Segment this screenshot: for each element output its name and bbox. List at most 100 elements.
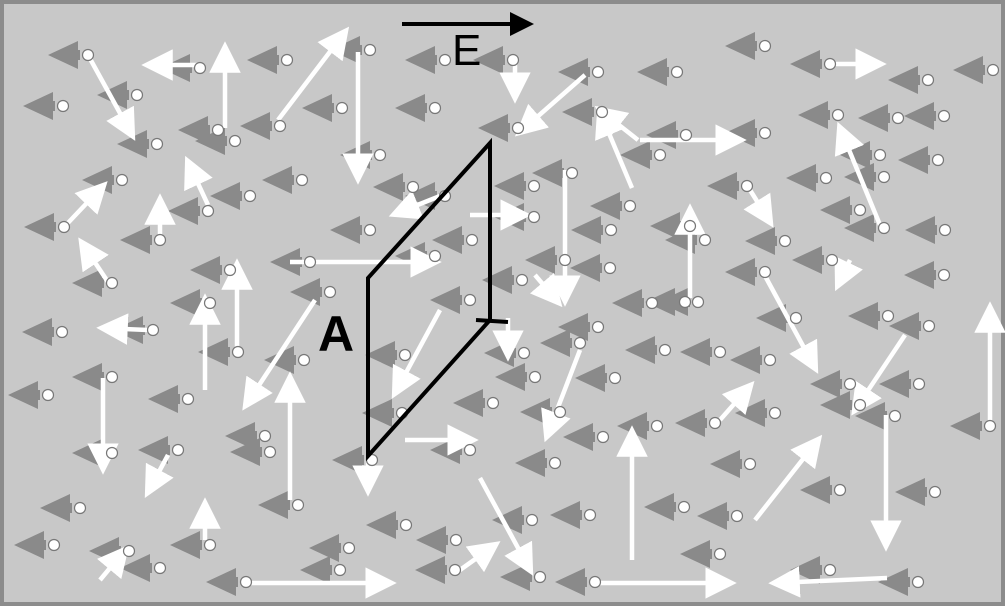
particle-dot-icon (879, 172, 890, 183)
particle-dot-icon (375, 150, 386, 161)
particle-dot-icon (75, 503, 86, 514)
particle-dot-icon (710, 418, 721, 429)
particle-dot-icon (933, 155, 944, 166)
particle-dot-icon (833, 110, 844, 121)
particle-dot-icon (535, 572, 546, 583)
particle-dot-icon (988, 65, 999, 76)
particle-dot-icon (195, 63, 206, 74)
particle-dot-icon (305, 257, 316, 268)
particle-dot-icon (924, 321, 935, 332)
particle-dot-icon (672, 67, 683, 78)
particle-dot-icon (780, 236, 791, 247)
particle-dot-icon (760, 41, 771, 52)
particle-dot-icon (825, 59, 836, 70)
white-arrow-icon (103, 328, 148, 330)
particle-dot-icon (58, 101, 69, 112)
particle-dot-icon (282, 55, 293, 66)
particle-dot-icon (83, 50, 94, 61)
particle-dot-icon (560, 255, 571, 266)
particle-dot-icon (203, 206, 214, 217)
particle-dot-icon (400, 350, 411, 361)
particle-dot-icon (715, 549, 726, 560)
particle-dot-icon (875, 150, 886, 161)
particle-dot-icon (913, 577, 924, 588)
particle-dot-icon (344, 543, 355, 554)
particle-dot-icon (260, 431, 271, 442)
particle-dot-icon (299, 355, 310, 366)
particle-dot-icon (590, 577, 601, 588)
particle-dot-icon (879, 223, 890, 234)
particle-dot-icon (205, 540, 216, 551)
particle-dot-icon (155, 563, 166, 574)
particle-dot-icon (693, 297, 704, 308)
particle-dot-icon (132, 90, 143, 101)
particle-dot-icon (985, 421, 996, 432)
particle-dot-icon (652, 421, 663, 432)
particle-dot-icon (939, 111, 950, 122)
particle-dot-icon (845, 379, 856, 390)
particle-dot-icon (585, 510, 596, 521)
particle-dot-icon (681, 130, 692, 141)
particle-dot-icon (593, 322, 604, 333)
particle-dot-icon (550, 458, 561, 469)
particle-dot-icon (598, 432, 609, 443)
particle-dot-icon (152, 139, 163, 150)
particle-dot-icon (923, 75, 934, 86)
particle-dot-icon (173, 445, 184, 456)
particle-dot-icon (107, 448, 118, 459)
particle-dot-icon (57, 327, 68, 338)
particle-dot-icon (401, 520, 412, 531)
particle-dot-icon (529, 212, 540, 223)
particle-dot-icon (107, 372, 118, 383)
particle-dot-icon (855, 205, 866, 216)
particle-dot-icon (567, 168, 578, 179)
particle-dot-icon (365, 225, 376, 236)
particle-dot-icon (430, 251, 441, 262)
particle-dot-icon (508, 55, 519, 66)
particle-dot-icon (107, 278, 118, 289)
particle-dot-icon (337, 103, 348, 114)
particle-dot-icon (765, 355, 776, 366)
particle-dot-icon (183, 394, 194, 405)
particle-dot-icon (760, 128, 771, 139)
particle-dot-icon (821, 173, 832, 184)
particle-dot-icon (148, 325, 159, 336)
particle-dot-icon (593, 67, 604, 78)
particle-dot-icon (530, 372, 541, 383)
field-label: E (452, 26, 492, 76)
particle-dot-icon (440, 55, 451, 66)
particle-dot-icon (451, 535, 462, 546)
particle-dot-icon (555, 407, 566, 418)
particle-dot-icon (408, 182, 419, 193)
particle-dot-icon (732, 511, 743, 522)
particle-dot-icon (293, 500, 304, 511)
particle-dot-icon (325, 287, 336, 298)
particle-dot-icon (467, 235, 478, 246)
particle-dot-icon (275, 121, 286, 132)
particle-dot-icon (940, 225, 951, 236)
area-normal-tick (476, 320, 508, 322)
particle-dot-icon (660, 345, 671, 356)
particle-dot-icon (59, 222, 70, 233)
particle-dot-icon (610, 373, 621, 384)
particle-dot-icon (715, 347, 726, 358)
particle-dot-icon (529, 181, 540, 192)
particle-dot-icon (430, 103, 441, 114)
particle-dot-icon (655, 150, 666, 161)
particle-dot-icon (335, 565, 346, 576)
particle-dot-icon (225, 265, 236, 276)
particle-dot-icon (245, 191, 256, 202)
particle-dot-icon (488, 398, 499, 409)
particle-dot-icon (647, 298, 658, 309)
particle-dot-icon (930, 487, 941, 498)
particle-dot-icon (527, 515, 538, 526)
particle-dot-icon (770, 408, 781, 419)
area-label: A (318, 306, 368, 362)
particle-dot-icon (297, 175, 308, 186)
particle-dot-icon (745, 459, 756, 470)
particle-dot-icon (43, 390, 54, 401)
particle-dot-icon (597, 107, 608, 118)
particle-dot-icon (365, 45, 376, 56)
